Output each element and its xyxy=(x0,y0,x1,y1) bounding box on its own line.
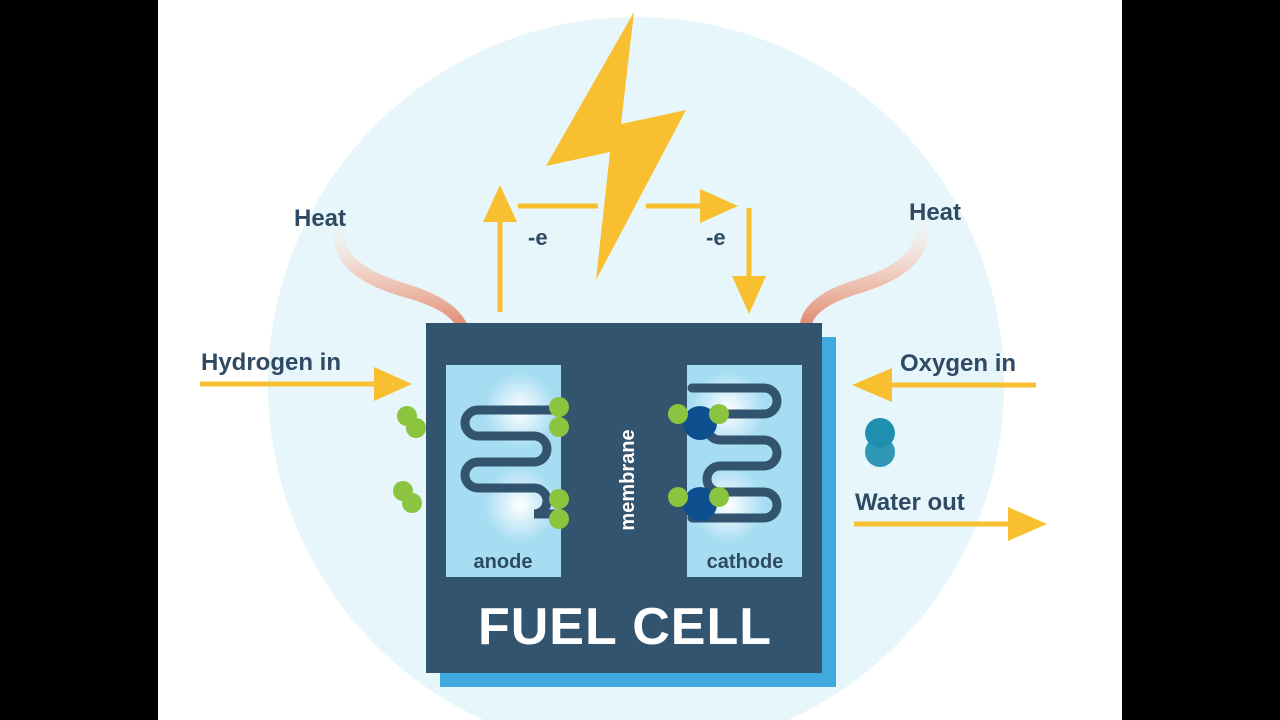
anode-label: anode xyxy=(474,551,533,573)
water-out-label: Water out xyxy=(855,489,965,516)
cathode-channel xyxy=(687,383,782,523)
hydrogen-molecule xyxy=(393,481,422,513)
anode-electrode xyxy=(446,365,561,577)
electron-arrow-left xyxy=(483,185,598,312)
right-side-bar xyxy=(1122,0,1280,720)
heat-wisp-right xyxy=(800,204,929,324)
oxygen-molecule xyxy=(865,418,895,467)
electron-right-label: -e xyxy=(706,225,726,250)
heat-left-label: Heat xyxy=(294,205,346,232)
hydrogen-in-label: Hydrogen in xyxy=(201,349,341,376)
left-side-bar xyxy=(0,0,158,720)
oxygen-in-label: Oxygen in xyxy=(900,350,1016,377)
electron-left-label: -e xyxy=(528,225,548,250)
cathode-label: cathode xyxy=(707,551,784,573)
lightning-bolt-icon xyxy=(546,12,686,280)
water-molecule-forming xyxy=(668,487,729,521)
heat-right-label: Heat xyxy=(909,199,961,226)
membrane-label: membrane xyxy=(617,429,639,530)
water-molecule-forming xyxy=(668,404,729,440)
anode-channel xyxy=(460,405,561,519)
fuel-cell-title: FUEL CELL xyxy=(478,598,772,656)
water-out-arrow xyxy=(854,507,1047,541)
electron-arrow-right xyxy=(646,189,766,314)
heat-wisp-left xyxy=(333,208,468,326)
cathode-electrode xyxy=(687,365,802,577)
oxygen-in-arrow xyxy=(852,368,1036,402)
hydrogen-molecule xyxy=(397,406,426,438)
hydrogen-ions-anode xyxy=(549,397,569,529)
hydrogen-in-arrow xyxy=(200,367,412,401)
